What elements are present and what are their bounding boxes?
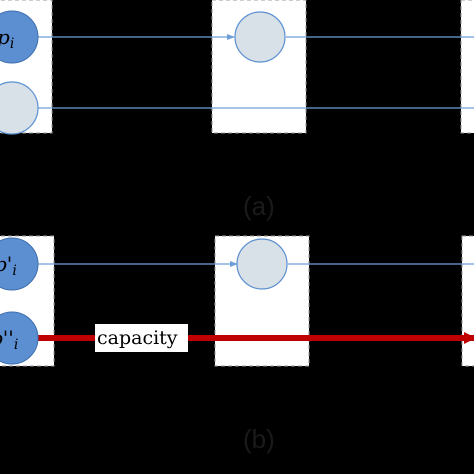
node-b-pi-double-prime	[0, 311, 39, 365]
node-b-middle	[236, 238, 288, 290]
node-a-pi-label: p	[0, 25, 10, 49]
capacity-label-bg	[95, 324, 188, 352]
panel-a-right	[460, 0, 474, 134]
node-b-pi-prime-label: p'	[0, 252, 12, 276]
node-a-row2	[0, 81, 39, 135]
svg-text:p'i: p'i	[0, 252, 17, 279]
node-b-pi-prime	[0, 237, 39, 291]
node-b-pi-double-prime-sub: i	[14, 337, 18, 353]
diagram-b: capacity p'i p''i (b)	[0, 235, 474, 454]
caption-b: (b)	[243, 424, 275, 454]
node-b-pi-double-prime-label: p''	[0, 326, 14, 350]
caption-a: (a)	[243, 191, 275, 221]
node-a-pi	[0, 10, 39, 64]
node-a-middle	[234, 11, 286, 63]
diagram-a: pi (a)	[0, 0, 474, 221]
node-a-pi-sub: i	[10, 36, 14, 52]
capacity-label: capacity	[97, 327, 178, 349]
panel-b-right	[461, 235, 474, 367]
node-b-pi-prime-sub: i	[12, 263, 16, 279]
svg-text:pi: pi	[0, 25, 14, 52]
svg-text:p''i: p''i	[0, 326, 18, 353]
